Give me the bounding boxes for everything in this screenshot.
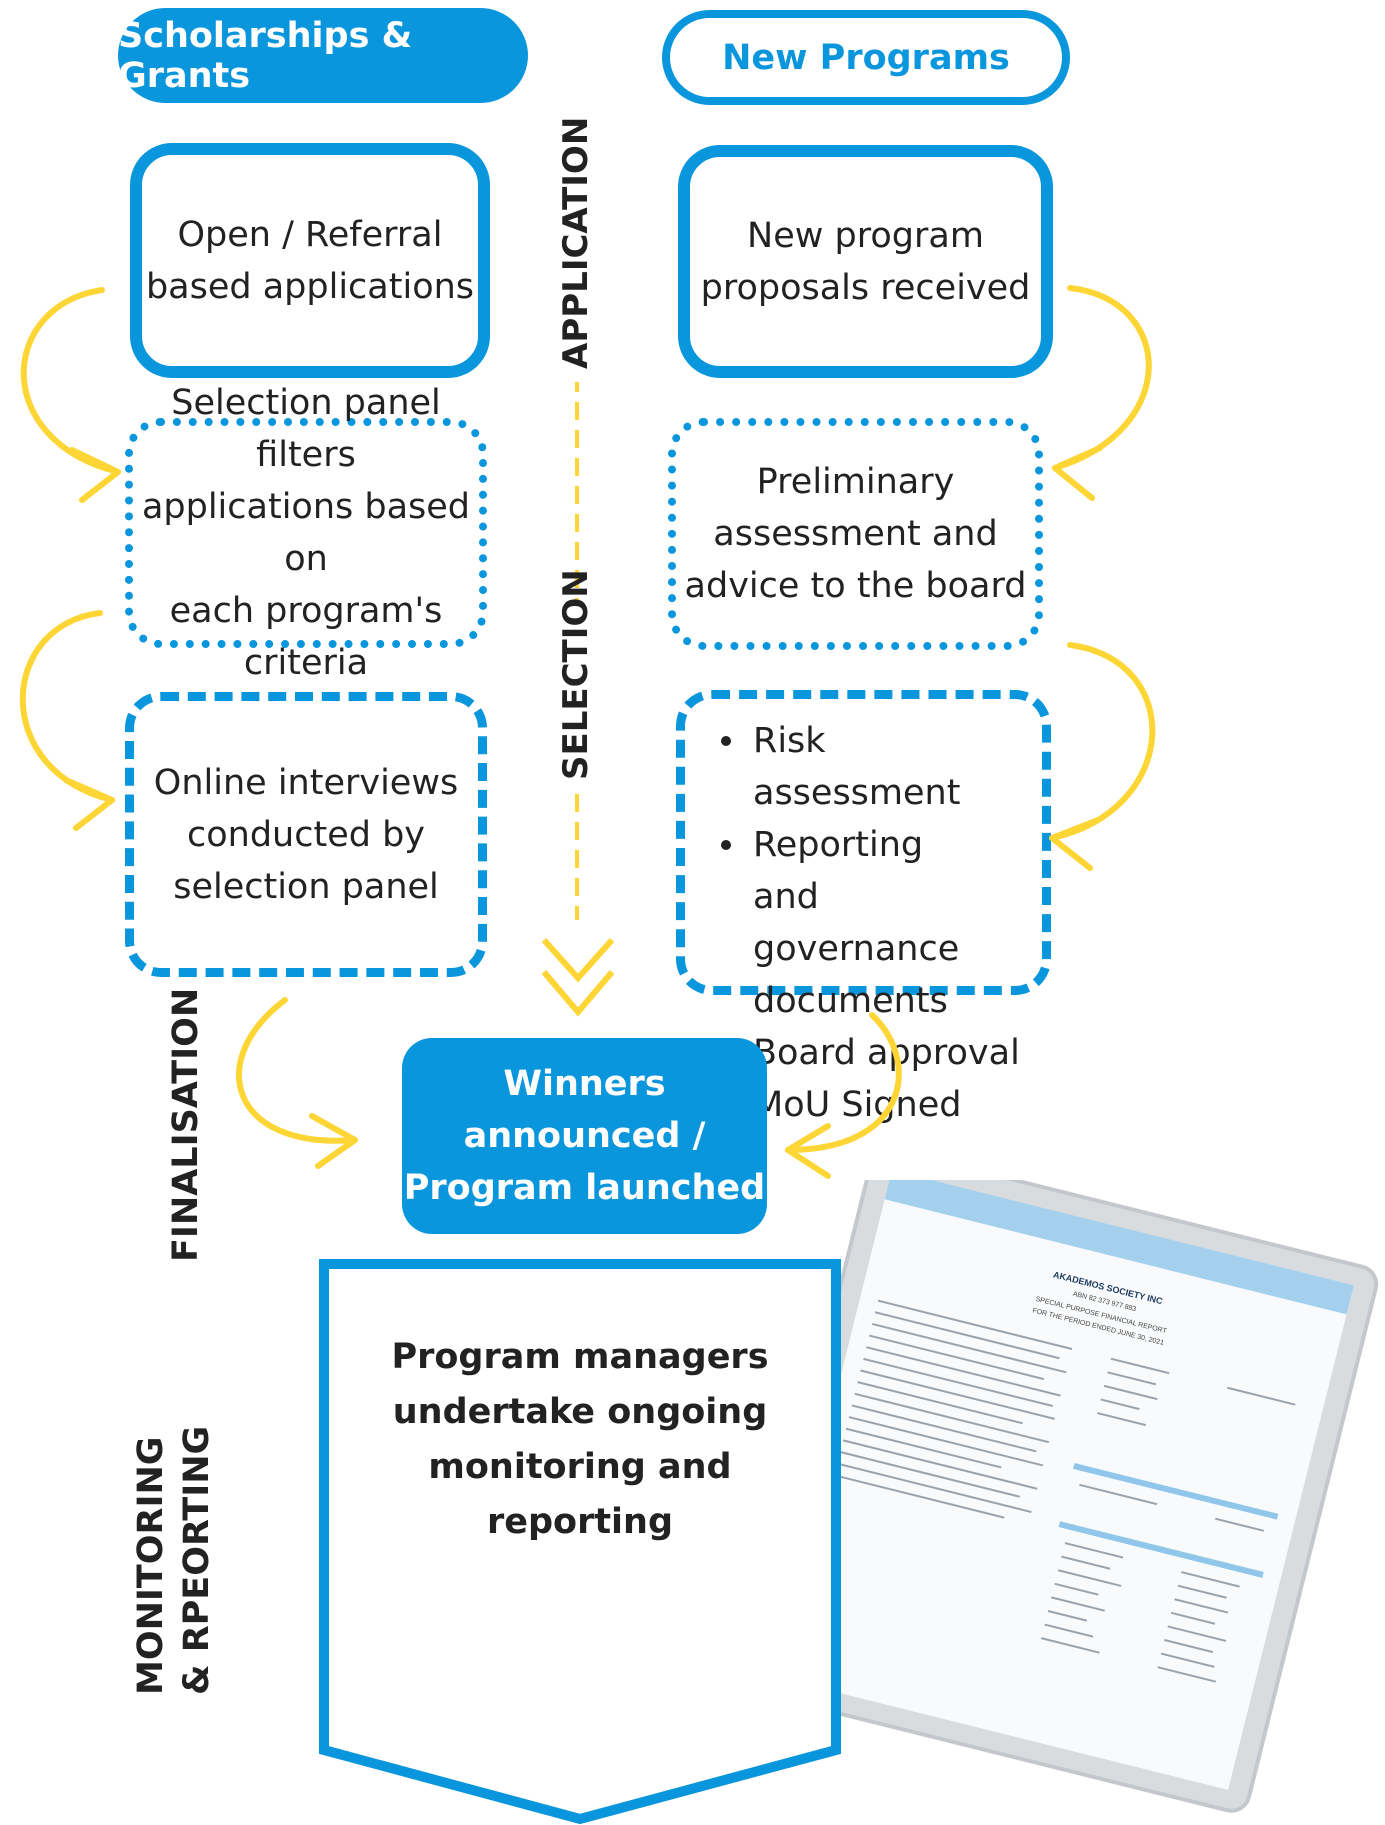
step-text: proposals received	[700, 267, 1031, 308]
curved-arrow-icon	[236, 997, 358, 1144]
right-step-preliminary: Preliminary assessment and advice to the…	[668, 418, 1043, 650]
curved-arrow-icon	[19, 610, 115, 803]
monitoring-text: monitoring and reporting	[428, 1447, 732, 1542]
stage-label-finalisation: FINALISATION	[166, 987, 206, 1262]
pentagon-outline	[319, 1259, 841, 1825]
application-label-bg	[544, 150, 608, 382]
step-text: selection panel	[173, 866, 439, 907]
step-text: applications based on	[141, 487, 471, 579]
arrowhead-icon	[785, 1123, 831, 1179]
stage-label-monitoring: MONITORING & RPEORTING	[128, 1425, 228, 1695]
monitoring-text: Program managers	[391, 1337, 769, 1377]
step-text: Preliminary	[756, 462, 955, 502]
arrowhead-icon	[63, 777, 115, 831]
step-text: assessment and	[713, 514, 998, 554]
chevron-down-icon	[541, 970, 615, 1017]
curved-arrow-icon	[20, 287, 121, 475]
arrowhead-icon	[69, 447, 121, 503]
step-text: criteria	[243, 643, 369, 683]
arrowhead-icon	[309, 1113, 358, 1169]
step-text: advice to the board	[684, 566, 1027, 606]
step-text: Online interviews	[153, 762, 459, 803]
winners-text: Program launched	[403, 1168, 766, 1208]
header-scholarships-grants: Scholarships & Grants	[118, 8, 528, 103]
laptop-report-image: AKADEMOS SOCIETY INC ABN 82 373 977 883 …	[760, 1180, 1379, 1813]
right-step-proposals: New program proposals received	[678, 145, 1053, 378]
stage-monitoring-line2: & RPEORTING	[177, 1425, 217, 1695]
arrowhead-icon	[1049, 817, 1101, 871]
stage-label-selection: SELECTION	[556, 569, 596, 780]
step-text: Selection panel filters	[171, 383, 441, 475]
step-text: conducted by	[186, 814, 425, 855]
stage-label-application: APPLICATION	[556, 116, 596, 369]
left-step-open-referral: Open / Referral based applications	[130, 143, 490, 378]
winners-text: Winners announced /	[463, 1064, 706, 1156]
left-step-selection-panel: Selection panel filters applications bas…	[125, 383, 487, 683]
monitoring-box-text: Program managers undertake ongoing monit…	[330, 1330, 830, 1542]
curved-arrow-icon	[1049, 642, 1156, 841]
step-text: based applications	[145, 266, 475, 307]
step-text: Open / Referral	[177, 214, 443, 255]
header-right-label: New Programs	[722, 37, 1010, 78]
right-step-approval-list: Risk assessment Reporting and governance…	[676, 690, 1051, 1125]
bullet-item: Reporting and governance documents	[713, 819, 993, 1027]
arrowhead-icon	[1052, 445, 1103, 501]
bullet-item: Risk assessment	[713, 715, 1032, 819]
left-step-online-interviews: Online interviews conducted by selection…	[125, 692, 487, 977]
step-text: each program's	[169, 591, 443, 631]
header-left-label: Scholarships & Grants	[118, 15, 413, 96]
monitoring-pentagon-shape	[319, 1259, 841, 1825]
winners-announced-box: Winners announced / Program launched	[402, 1038, 767, 1234]
monitoring-text: undertake ongoing	[392, 1392, 768, 1432]
header-new-programs: New Programs	[662, 10, 1070, 105]
curved-arrow-icon	[1052, 285, 1152, 471]
step-text: New program	[747, 215, 984, 256]
selection-label-bg	[544, 600, 608, 790]
stage-monitoring-line1: MONITORING	[131, 1436, 171, 1695]
chevron-down-icon	[541, 937, 615, 983]
